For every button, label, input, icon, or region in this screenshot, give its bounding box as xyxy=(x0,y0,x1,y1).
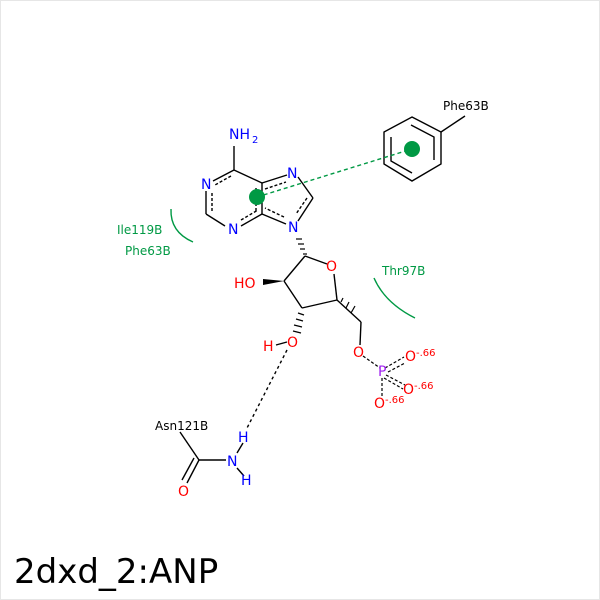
phosphorus-label: P xyxy=(378,364,386,380)
amine-label: NH xyxy=(229,127,250,143)
asn121b-h1: H xyxy=(238,430,249,446)
n9-label: N xyxy=(288,220,298,236)
ribose-n9-wedge xyxy=(296,238,307,255)
hydrophobic-arc-thr97b xyxy=(373,277,416,319)
pi-stacking-line xyxy=(256,148,413,198)
hydroxyl-label: HO xyxy=(234,276,256,292)
asn121b-bonds xyxy=(179,431,245,484)
phe63b-ring xyxy=(383,115,466,182)
o5-label: O xyxy=(353,345,364,361)
ribose-o3-wedge xyxy=(292,312,305,334)
phosphate-oxygen-3: O xyxy=(374,396,385,412)
phosphate-oxygen-2: O xyxy=(403,382,414,398)
ring-oxygen-label: O xyxy=(326,259,337,275)
n7-label: N xyxy=(287,166,297,182)
thr97b-label: Thr97B xyxy=(381,264,425,278)
phosphate-charge-1: -.66 xyxy=(416,348,436,359)
ile119b-label: Ile119B xyxy=(117,223,162,237)
diagram-title: 2dxd_2:ANP xyxy=(14,552,218,592)
ribose-c5-wedge xyxy=(340,297,356,314)
adenine-ring-centroid xyxy=(249,189,265,205)
phosphate-charge-2: -.66 xyxy=(414,381,434,392)
n1-label: N xyxy=(201,177,211,193)
h3-label: H xyxy=(263,339,274,355)
phosphate-bonds xyxy=(362,355,406,396)
phosphate-charge-3: -.66 xyxy=(385,395,405,406)
asn121b-n: N xyxy=(227,454,237,470)
phe63b-top-label: Phe63B xyxy=(443,99,489,113)
phe63b-side-label: Phe63B xyxy=(125,244,171,258)
asn121b-label: Asn121B xyxy=(155,419,208,433)
phosphate-oxygen-1: O xyxy=(405,349,416,365)
n3-label: N xyxy=(228,222,238,238)
asn121b-h2: H xyxy=(241,473,252,489)
o3-h-bond xyxy=(275,341,288,346)
hydrophobic-arc-ile119b xyxy=(170,208,194,243)
ribose-bonds xyxy=(283,255,362,346)
o3-label: O xyxy=(287,335,298,351)
hydrogen-bond-line xyxy=(245,349,288,431)
ribose-ho-wedge xyxy=(263,279,284,285)
asn121b-o: O xyxy=(178,484,189,500)
amine-subscript: 2 xyxy=(252,135,258,146)
